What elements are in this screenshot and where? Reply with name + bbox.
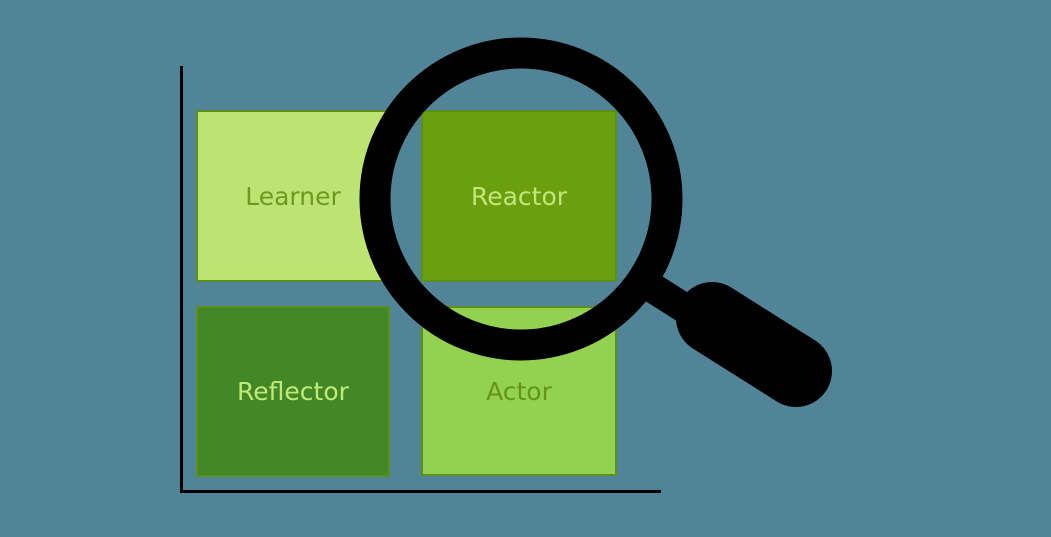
vertical-axis <box>180 66 183 493</box>
horizontal-axis <box>180 490 661 493</box>
magnifier-handle <box>676 282 832 407</box>
quadrant-actor: Actor <box>421 306 617 476</box>
quadrant-reflector: Reflector <box>196 306 390 477</box>
quadrant-label-reflector: Reflector <box>237 377 349 406</box>
quadrant-reactor: Reactor <box>421 110 617 282</box>
magnifier-neck <box>639 272 709 331</box>
quadrant-label-learner: Learner <box>245 181 341 211</box>
quadrant-label-reactor: Reactor <box>470 181 568 211</box>
quadrant-label-actor: Actor <box>486 376 552 406</box>
quadrant-learner: Learner <box>196 110 390 282</box>
